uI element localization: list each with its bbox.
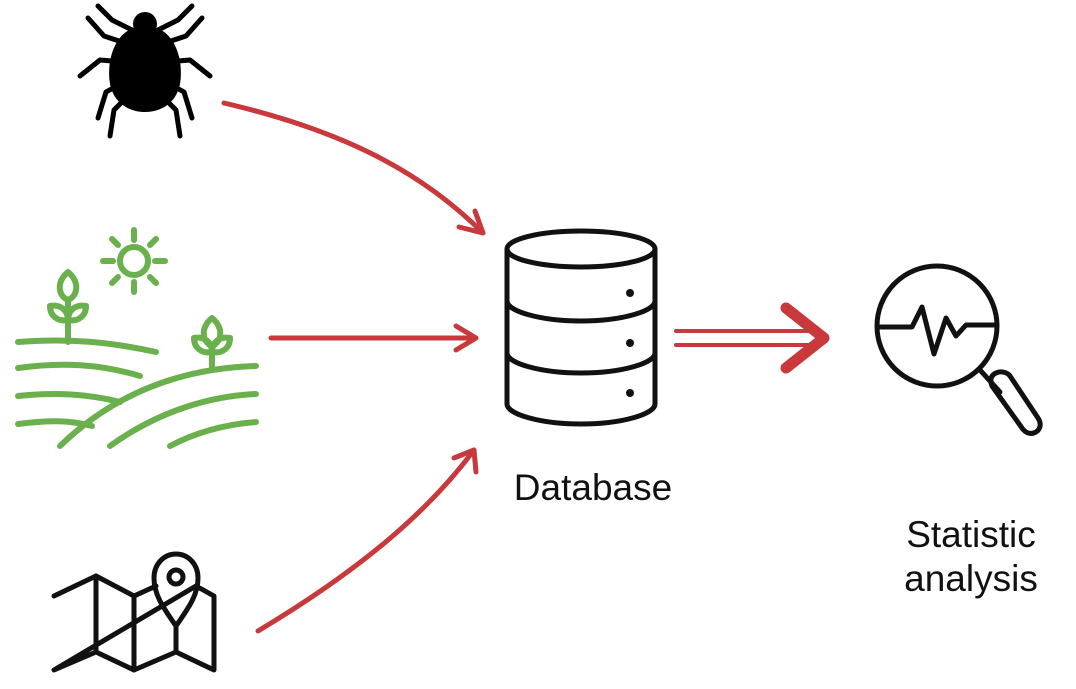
arrow-tick-to-database bbox=[221, 100, 486, 236]
analysis-label-line1: Statistic bbox=[906, 514, 1036, 555]
arrow-map-to-database bbox=[255, 447, 479, 634]
magnifier-chart-icon bbox=[874, 263, 1043, 436]
analysis-label: Statistic analysis bbox=[876, 513, 1066, 601]
database-label: Database bbox=[513, 467, 673, 508]
map-pin-icon bbox=[51, 551, 217, 673]
farmland-icon bbox=[15, 227, 259, 449]
arrow-database-to-analysis bbox=[674, 302, 830, 374]
arrow-farmland-to-database bbox=[268, 323, 479, 353]
tick-icon bbox=[77, 3, 213, 139]
database-icon bbox=[504, 228, 658, 427]
analysis-label-line2: analysis bbox=[904, 558, 1038, 599]
